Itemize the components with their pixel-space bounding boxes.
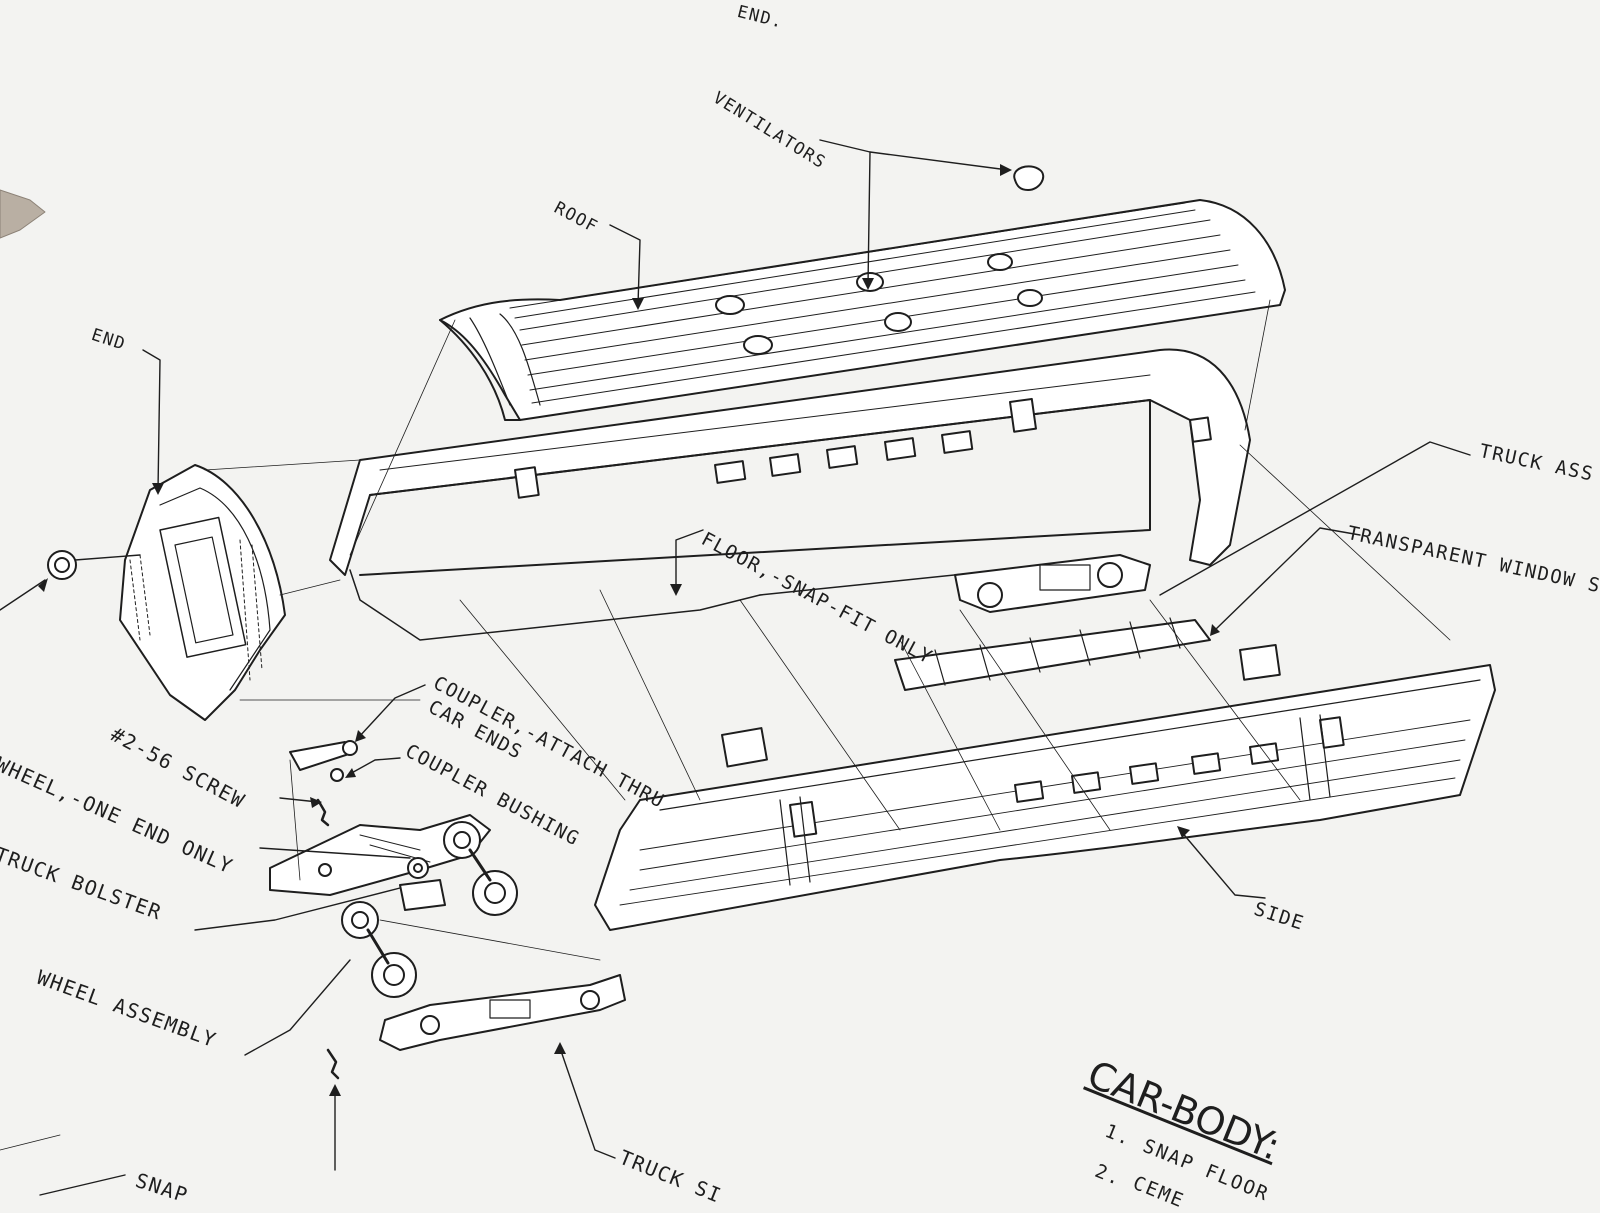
side-panel <box>594 664 1496 931</box>
leader-lines <box>0 139 1471 1196</box>
ventilator <box>987 253 1013 271</box>
truck-side-part <box>379 974 626 1051</box>
ventilator <box>884 312 912 332</box>
end-part <box>119 464 286 721</box>
ventilator-loose <box>1013 165 1045 191</box>
roof-part <box>439 165 1286 421</box>
screw-part <box>316 798 340 1080</box>
arrowheads <box>38 164 1220 1096</box>
ventilator <box>715 295 745 315</box>
wheel-assembly-part <box>341 821 518 998</box>
ventilator <box>743 335 773 355</box>
cardboard-edge <box>0 189 46 239</box>
coupler-disc <box>47 550 77 580</box>
projection-lines <box>0 299 1451 1151</box>
transparent-window-strip <box>721 617 1281 768</box>
ventilator <box>1017 289 1043 307</box>
truck-assembly-right <box>954 554 1151 613</box>
coupler-part <box>289 740 446 911</box>
car-shell <box>329 348 1251 641</box>
